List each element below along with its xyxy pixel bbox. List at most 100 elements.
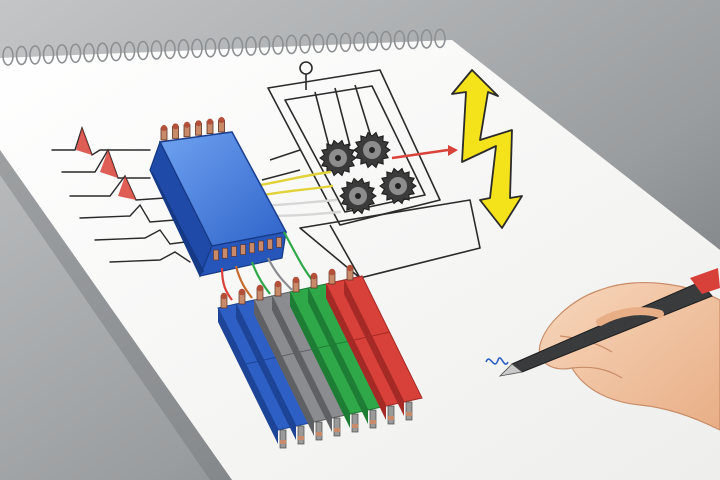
cell-terminal-bottom xyxy=(279,429,287,449)
battery-cell xyxy=(343,264,423,421)
cell-terminal-cap xyxy=(274,280,282,288)
cell-terminal-cap xyxy=(292,276,300,284)
gears xyxy=(319,131,417,215)
cooling-fin xyxy=(153,175,205,273)
lightning-bolt-doodle xyxy=(451,69,523,229)
spiral-ring xyxy=(339,32,352,53)
spiral-ring xyxy=(123,41,136,61)
spiral-ring xyxy=(83,42,95,63)
pen-tip xyxy=(498,363,523,377)
cell-side xyxy=(308,288,368,424)
terminal-cap xyxy=(218,117,225,123)
gear-axle xyxy=(369,147,375,153)
terminal-cap xyxy=(172,123,179,130)
cell-seam xyxy=(371,331,391,337)
cell-terminal-ring xyxy=(406,412,412,416)
cell-terminal-bottom xyxy=(333,417,341,437)
battery-cell-pack xyxy=(217,264,423,449)
spiral-ring xyxy=(56,43,68,64)
spiral-ring xyxy=(96,42,109,62)
spiral-ring xyxy=(245,36,257,56)
hand-with-pen xyxy=(485,268,720,431)
pen-squiggle xyxy=(485,357,509,365)
cell-terminal-bottom xyxy=(315,421,323,441)
cell-terminal-bottom xyxy=(369,409,377,429)
module-terminal xyxy=(231,246,237,257)
spiral-ring xyxy=(299,34,311,54)
spiral-ring xyxy=(434,28,446,49)
spiral-ring xyxy=(42,44,55,65)
pen-clip xyxy=(690,268,720,294)
cell-side xyxy=(236,304,296,440)
terminal-cap xyxy=(161,125,167,131)
spiral-ring xyxy=(420,29,433,49)
red-spike-doodles xyxy=(76,128,136,200)
red-output-arrow xyxy=(391,148,449,160)
spiral-ring xyxy=(164,39,176,60)
module-terminal xyxy=(213,249,219,261)
cell-terminal-ring xyxy=(334,428,340,432)
cell-side xyxy=(272,296,332,432)
blue-controller-module xyxy=(149,117,288,278)
cell-terminal-cap xyxy=(310,272,318,280)
red-arrow-head xyxy=(448,145,458,156)
cell-terminal-ring xyxy=(370,420,376,424)
cell-terminal-ring xyxy=(316,432,322,436)
module-terminal xyxy=(258,240,264,252)
module-terminal xyxy=(240,244,246,255)
cell-side xyxy=(326,284,386,420)
cell-terminal-cap xyxy=(328,268,336,276)
gear-mechanism-sketch xyxy=(261,61,481,279)
spiral-ring xyxy=(353,31,365,52)
cell-terminal-cap xyxy=(238,288,246,296)
page-shadow xyxy=(0,150,232,480)
module-terminal xyxy=(276,237,282,248)
cell-cables xyxy=(220,231,317,301)
gear xyxy=(353,131,391,169)
spiral-ring xyxy=(204,37,217,58)
cell-side xyxy=(218,308,278,444)
terminal-cap xyxy=(195,120,202,127)
cell-terminal-ring xyxy=(298,436,304,440)
spiral-ring xyxy=(177,39,190,59)
cell-terminal-bottom xyxy=(405,401,413,421)
spiral-ring xyxy=(29,45,41,65)
spiral-ring xyxy=(191,38,203,59)
module-terminal xyxy=(267,238,273,250)
gear-axle xyxy=(335,155,341,161)
spiral-ring xyxy=(407,29,419,50)
spiral-ring xyxy=(69,43,82,64)
spiral-ring xyxy=(110,41,122,62)
gear-axle xyxy=(395,183,401,189)
spiral-ring xyxy=(326,32,338,53)
gear xyxy=(339,177,377,215)
cell-terminal-cap xyxy=(256,284,264,292)
cell-terminal-bottom xyxy=(351,413,359,433)
spiral-ring xyxy=(258,35,271,56)
cell-terminal-bottom xyxy=(387,405,395,425)
cell-terminal-cap xyxy=(220,292,228,300)
spiral-ring xyxy=(137,40,149,61)
cell-terminal-ring xyxy=(280,440,286,444)
cell-terminal-ring xyxy=(352,424,358,428)
cell-terminal-ring xyxy=(388,416,394,420)
spiral-ring xyxy=(285,34,298,55)
spiral-ring xyxy=(150,40,163,60)
terminal-cap xyxy=(207,118,213,125)
cell-terminal-bottom xyxy=(297,425,305,445)
spiral-ring xyxy=(231,36,244,57)
spiral-ring xyxy=(366,31,379,51)
spiral-binding xyxy=(2,28,446,66)
gear xyxy=(319,139,357,177)
cell-side xyxy=(344,280,404,416)
cell-side xyxy=(290,292,350,428)
spiral-ring xyxy=(272,35,284,55)
spiral-ring xyxy=(2,46,14,66)
cell-side xyxy=(254,300,314,436)
spiral-ring xyxy=(380,30,392,51)
module-terminal xyxy=(249,242,255,254)
gear-axle xyxy=(355,193,361,199)
module-terminal xyxy=(222,247,228,259)
spiral-ring xyxy=(393,30,406,50)
